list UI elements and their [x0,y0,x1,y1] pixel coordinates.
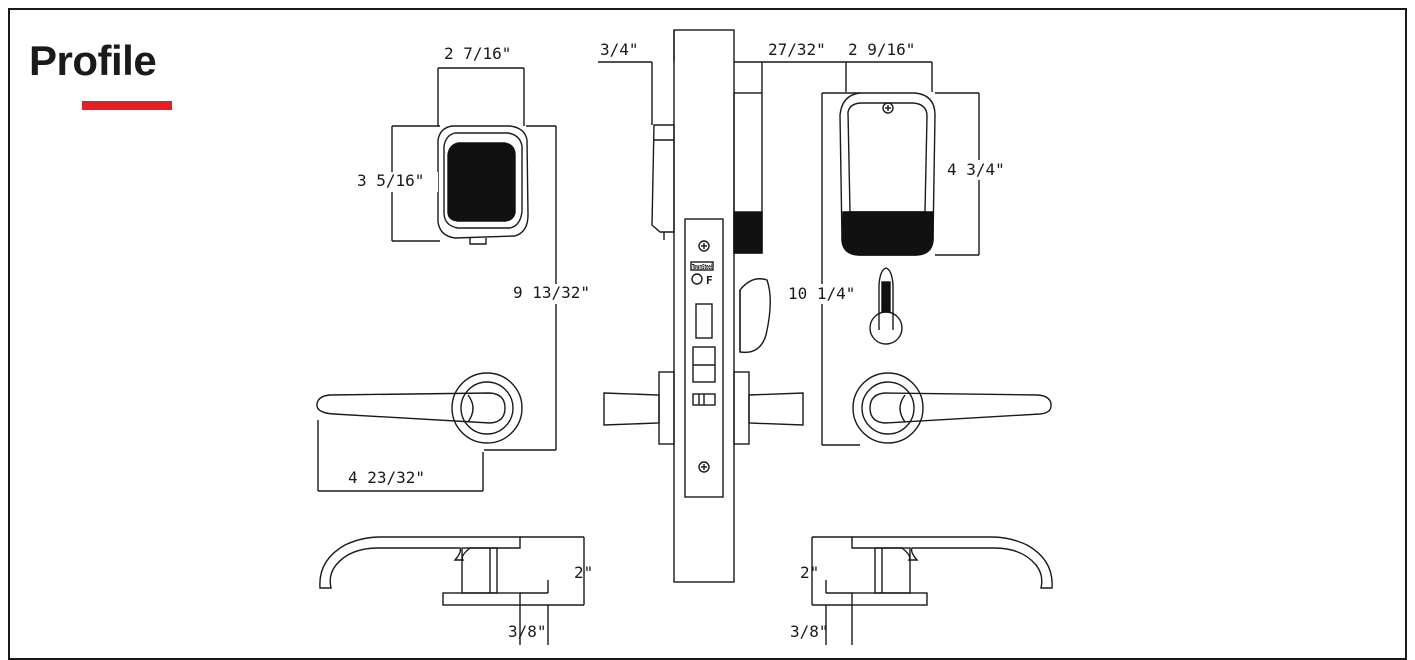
dim-door-outer-offset: 27/32" [768,40,826,59]
left-reader-view [316,67,585,645]
dim-lever-projection-left: 2" [574,563,593,582]
right-rose [852,372,924,444]
dim-total-height-right: 10 1/4" [788,284,855,303]
inside-lever-end [603,392,660,426]
right-rose-side [851,592,928,606]
brand-plate [690,261,714,271]
left-reader-housing [437,125,529,239]
right-outside-view [811,61,1053,645]
outside-rose-side [733,371,750,445]
right-lever-side [851,536,1053,589]
left-reader-inner-rim [443,132,523,229]
dim-door-inner-offset: 3/4" [600,40,639,59]
outside-lever-end [748,392,804,426]
left-reader-pad [447,142,516,222]
latch-slot [695,303,713,339]
key [878,267,894,330]
dim-rose-thickness-left: 3/8" [508,622,547,641]
key-cylinder [869,311,903,345]
drawing-frame [8,8,1407,660]
inside-rose-side [658,371,675,445]
mortise-faceplate [684,218,724,498]
inside-chassis [651,124,675,233]
cylinder-side [739,278,771,354]
dim-pad-width: 2 7/16" [444,44,511,63]
dim-outside-width: 2 9/16" [848,40,915,59]
door-edge [673,29,735,583]
left-lever-handle [316,392,506,424]
dim-pad-height: 3 5/16" [357,171,424,190]
fire-rating-mark: F [706,274,713,287]
right-lever-handle [869,392,1052,424]
page-title: Profile [29,37,157,84]
dim-total-height-left: 9 13/32" [513,283,590,302]
faceplate-screw-bottom [698,461,710,473]
left-lever-side [319,536,521,589]
title-underline [82,101,172,110]
mortise-edge-view [598,29,840,583]
left-rose-side [442,592,521,606]
brand-plate-label: TownSteel [692,263,712,271]
dim-rose-thickness-right: 3/8" [790,622,829,641]
dim-outside-height: 4 3/4" [947,160,1005,179]
escutcheon-screw [882,102,894,114]
dim-lever-length: 4 23/32" [348,468,425,487]
dim-lever-projection-right: 2" [800,563,819,582]
left-rose [451,372,523,444]
listing-mark [691,273,703,285]
faceplate-screw-top [698,240,710,252]
